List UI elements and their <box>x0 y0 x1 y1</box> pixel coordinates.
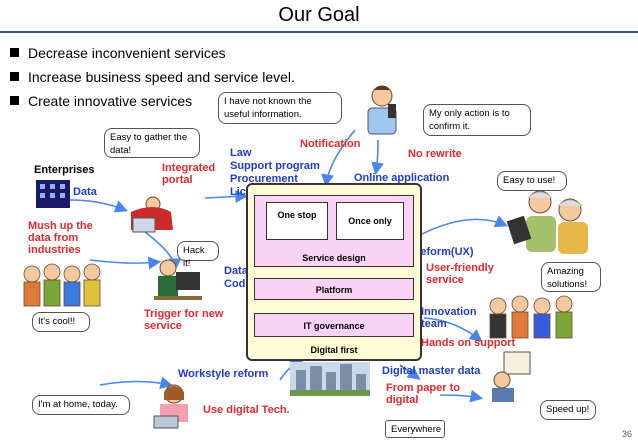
bubble-cool: It's cool!! <box>32 312 90 332</box>
label-digital-master: Digital master data <box>382 365 481 377</box>
label-mush: Mush up the data from industries <box>28 220 93 256</box>
label-integrated: Integrated portal <box>162 162 216 186</box>
bullet-3: Create innovative services <box>10 93 192 109</box>
one-stop-box: One stop <box>266 202 328 240</box>
service-design-label: Service design <box>302 253 366 263</box>
elderly-couple-tablet-icon <box>506 190 588 254</box>
page-title: Our Goal <box>278 4 360 26</box>
title-rule <box>0 31 638 33</box>
label-enterprises: Enterprises <box>34 164 95 176</box>
worker-icon <box>492 351 531 402</box>
bullet-1: Decrease inconvenient services <box>10 45 226 61</box>
bullet-square-icon <box>10 48 19 57</box>
label-data: Data <box>73 186 97 198</box>
label-innovation: Innovation team <box>421 306 477 330</box>
office-towers-icon <box>290 362 370 396</box>
page-number: 36 <box>621 429 632 439</box>
label-online-app: Online application <box>354 172 450 184</box>
label-no-rewrite: No rewrite <box>408 148 462 160</box>
platform-box: Platform <box>254 278 414 300</box>
group-people-icon <box>23 263 101 307</box>
bubble-amazing: Amazing solutions! <box>541 262 601 292</box>
label-trigger: Trigger for new service <box>144 308 224 332</box>
woman-laptop-icon <box>153 384 188 429</box>
bullet-text: Create innovative services <box>28 93 193 109</box>
building-icon <box>36 180 70 208</box>
label-hands-on: Hands on support <box>421 337 516 349</box>
bubble-unknown-info: I have not known the useful information. <box>218 92 342 124</box>
bubble-easy-gather: Easy to gather the data! <box>104 128 200 158</box>
bubble-home: I'm at home, today. <box>32 395 130 415</box>
digital-first-label: Digital first <box>310 345 358 355</box>
label-support: Support program <box>230 160 320 172</box>
label-procurement: Procurement <box>230 173 298 185</box>
person-laptop-icon <box>131 196 173 233</box>
bullet-2: Increase business speed and service leve… <box>10 69 295 85</box>
bullet-square-icon <box>10 72 19 81</box>
person-phone-icon <box>367 85 397 135</box>
label-use-digital: Use digital Tech. <box>203 404 290 416</box>
once-only-box: Once only <box>336 202 404 240</box>
label-user-friendly: User-friendly service <box>426 262 494 286</box>
label-notification: Notification <box>300 138 361 150</box>
bubble-everywhere: Everywhere <box>385 420 445 438</box>
bubble-speed: Speed up! <box>540 400 596 420</box>
label-paper-digital: From paper to digital <box>386 382 460 406</box>
bubble-easy-use: Easy to use! <box>497 171 567 191</box>
label-code: Code <box>224 278 252 290</box>
bullet-text: Decrease inconvenient services <box>28 45 226 61</box>
label-law: Law <box>230 147 252 159</box>
team-people-icon <box>489 295 573 339</box>
bullet-square-icon <box>10 96 19 105</box>
bubble-only-action: My only action is to confirm it. <box>423 104 531 136</box>
bubble-hack: Hack it! <box>177 241 219 269</box>
bullet-text: Increase business speed and service leve… <box>28 69 295 85</box>
hacker-desk-icon <box>154 259 202 300</box>
it-governance-box: IT governance <box>254 313 414 337</box>
label-workstyle: Workstyle reform <box>178 368 269 380</box>
